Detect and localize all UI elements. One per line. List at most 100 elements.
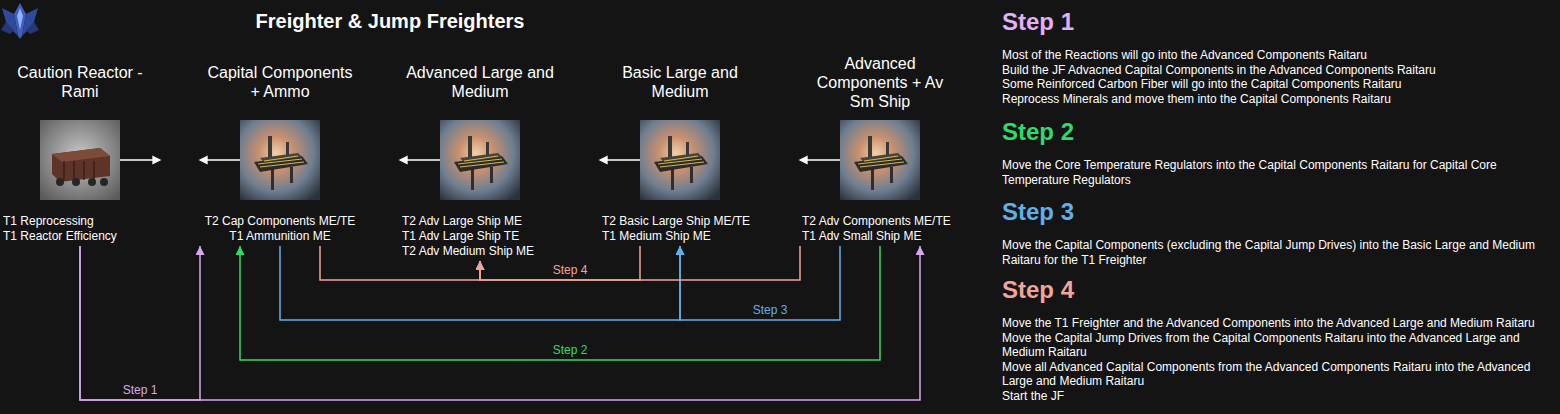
nebula-backdrop [840,120,920,200]
skill-text: T1 Adv Large Ship TE [402,229,560,244]
step-section: Step 2 Move the Core Temperature Regulato… [1002,118,1554,187]
structure-heading: Caution Reactor - Rami [2,63,158,101]
station-lights [260,162,304,167]
skill-text: T2 Adv Components ME/TE [802,214,960,229]
structure-node: Advanced Large and Medium T2 Adv Large Sh… [400,50,560,259]
step-instruction: Move the T1 Freighter and the Advanced C… [1002,316,1554,331]
structure-icon [240,120,320,200]
station-deck [660,153,702,162]
step-heading: Step 4 [1002,276,1554,304]
flow-arrow [404,159,440,160]
structure-node: Advanced Components + Av Sm Ship T2 Adv C… [800,50,960,244]
skill-text: T1 Reprocessing [3,214,160,229]
flow-arrow [400,157,407,164]
logo-emblem [26,22,39,34]
structure-node: Capital Components + Ammo T2 Cap Componen… [200,50,360,244]
skill-list: T2 Basic Large Ship ME/TET1 Medium Ship … [600,214,760,244]
step-section: Step 4 Move the T1 Freighter and the Adva… [1002,276,1554,403]
step-label: Step 2 [550,343,591,357]
skill-list: T2 Adv Large Ship MET1 Adv Large Ship TE… [400,214,560,259]
structure-icon [640,120,720,200]
icon-backdrop [40,120,120,200]
skill-text: T2 Adv Medium Ship ME [402,244,560,259]
structure-heading: Advanced Large and Medium [402,63,558,101]
reactor-wheel [72,178,80,186]
step-connector [80,246,920,400]
structure-icon [40,120,120,200]
logo-emblem [17,8,23,30]
rami-reactor [52,148,110,186]
step-instruction: Move the Core Temperature Regulators int… [1002,158,1554,187]
station-deck [260,153,302,162]
station-lights [864,156,898,161]
structure-icon [240,120,320,200]
structure-heading-box: Advanced Components + Av Sm Ship [807,50,953,114]
station-spire [890,167,893,183]
flow-arrow [204,159,240,160]
reactor-ridge [73,161,75,180]
station-spire [271,168,274,190]
nebula-backdrop [240,120,320,200]
station-spire [690,167,693,183]
structure-heading: Advanced Components + Av Sm Ship [807,54,953,111]
step-connector [80,246,200,400]
reactor-ridge [93,161,95,180]
raitaru-station [254,136,308,190]
structure-heading: Capital Components + Ammo [202,63,358,101]
step-connector [240,246,880,360]
step-instruction: Start the JF [1002,389,1554,404]
step-section: Step 3 Move the Capital Components (exclu… [1002,198,1554,267]
station-spire [871,168,874,190]
station-spire [290,167,293,183]
reactor-top [52,148,110,162]
step-instruction: Build the JF Advacned Capital Components… [1002,63,1554,78]
step-heading: Step 2 [1002,118,1554,146]
skill-text: T1 Adv Small Ship ME [802,229,960,244]
flow-arrow [800,157,807,164]
station-lights [860,162,904,167]
step-label: Step 1 [120,383,161,397]
step-instruction: Move the Capital Jump Drives from the Ca… [1002,331,1554,360]
skill-list: T1 ReprocessingT1 Reactor Efficiency [0,214,160,244]
station-lights [664,156,698,161]
step-instruction: Some Reinforced Carbon Fiber will go int… [1002,77,1554,92]
nebula-backdrop [640,120,720,200]
reactor-ridge [83,161,85,180]
structure-icon [640,120,720,200]
station-lights [464,156,498,161]
structure-heading-box: Capital Components + Ammo [202,50,358,114]
flow-arrow [604,159,640,160]
skill-list: T2 Cap Components ME/TET1 Ammunition ME [200,214,360,244]
step-instruction: Reprocess Minerals and move them into th… [1002,92,1554,107]
step-instruction: Move the Capital Components (excluding t… [1002,238,1554,267]
raitaru-station [454,136,508,190]
skill-text: T1 Ammunition ME [200,229,360,244]
raitaru-station [654,136,708,190]
flow-arrow [804,159,840,160]
structure-icon [840,120,920,200]
step-instruction: Move all Advanced Capital Components fro… [1002,360,1554,389]
step-heading: Step 1 [1002,8,1554,36]
flow-arrow [600,157,607,164]
structure-heading: Basic Large and Medium [602,63,758,101]
station-deck [860,153,902,162]
logo-emblem [1,3,39,39]
station-lights [460,162,504,167]
skill-text: T1 Medium Ship ME [602,229,760,244]
flow-arrow [120,159,156,160]
step-section: Step 1Most of the Reactions will go into… [1002,8,1554,106]
station-deck [460,153,502,162]
structure-icon [440,120,520,200]
nebula-backdrop [440,120,520,200]
skill-text: T1 Reactor Efficiency [3,229,160,244]
skill-text: T2 Basic Large Ship ME/TE [602,214,760,229]
step-label: Step 4 [550,263,591,277]
reactor-wheel [88,178,96,186]
structure-heading-box: Caution Reactor - Rami [2,50,158,114]
logo-emblem [2,8,18,36]
step-heading: Step 3 [1002,198,1554,226]
logo-emblem [22,8,38,36]
station-lights [264,156,298,161]
